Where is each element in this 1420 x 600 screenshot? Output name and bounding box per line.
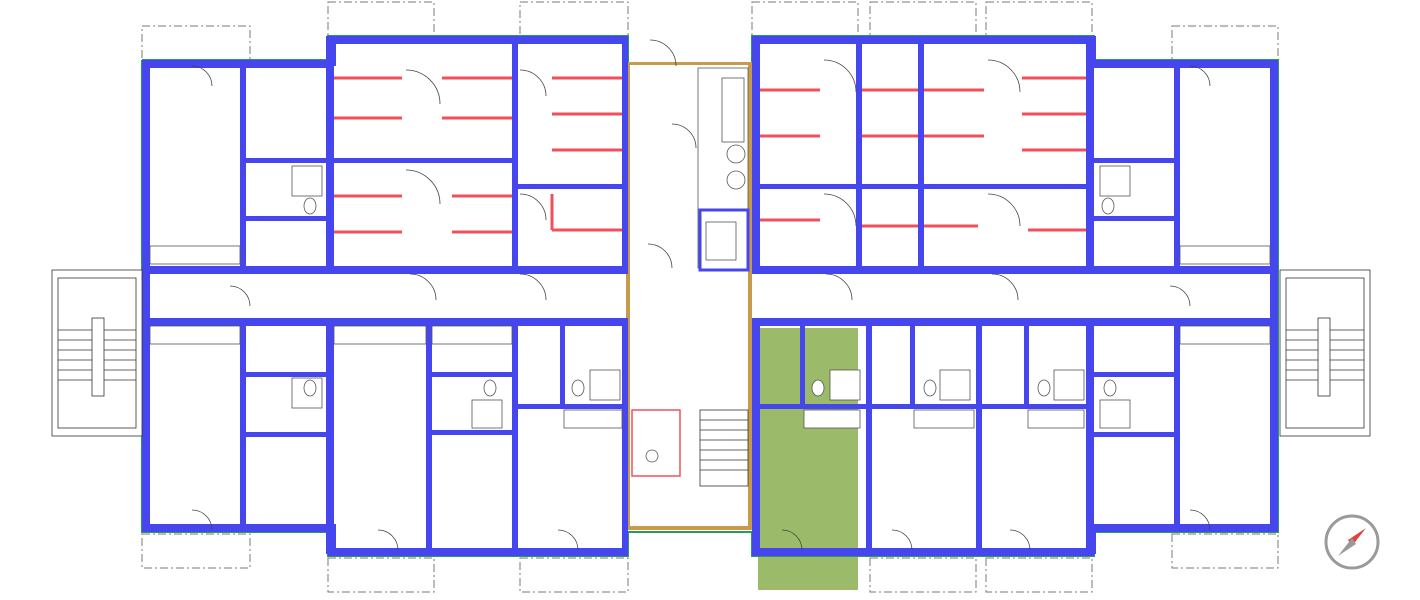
stair-tower-left [51, 269, 143, 437]
toilet-icon [303, 379, 317, 397]
kitchen-counters [149, 245, 1271, 429]
toilet-icon [1101, 197, 1115, 215]
balcony-outlines-top [141, 1, 1279, 63]
interior-walls-left [240, 36, 628, 554]
shower-icon [829, 369, 861, 401]
shower-icon [1099, 399, 1131, 429]
toilet-icon [811, 379, 825, 397]
corridor-walls [142, 266, 1278, 326]
bathrooms [291, 165, 1131, 429]
stair-tower-right [1279, 269, 1371, 437]
shower-icon [1099, 165, 1131, 197]
toilet-icon [483, 379, 497, 397]
storage-partitions-left [334, 76, 622, 234]
interior-walls-right [752, 36, 1180, 554]
shower-icon [939, 369, 971, 401]
toilet-icon [571, 379, 585, 397]
central-staircase [631, 409, 749, 487]
toilet-icon [1037, 379, 1051, 397]
doors [191, 39, 1211, 551]
central-stairwell [626, 62, 752, 530]
balcony-outlines-bottom [141, 533, 1279, 593]
toilet-icon [1103, 379, 1117, 397]
toilet-icon [303, 197, 317, 215]
toilet-icon [923, 379, 937, 397]
shower-icon [589, 369, 621, 401]
shower-icon [291, 165, 323, 197]
shower-icon [471, 399, 503, 429]
elevator-core [697, 67, 750, 272]
storage-partitions-right [760, 76, 1086, 232]
compass-icon [1324, 514, 1380, 570]
shower-icon [1053, 369, 1085, 401]
